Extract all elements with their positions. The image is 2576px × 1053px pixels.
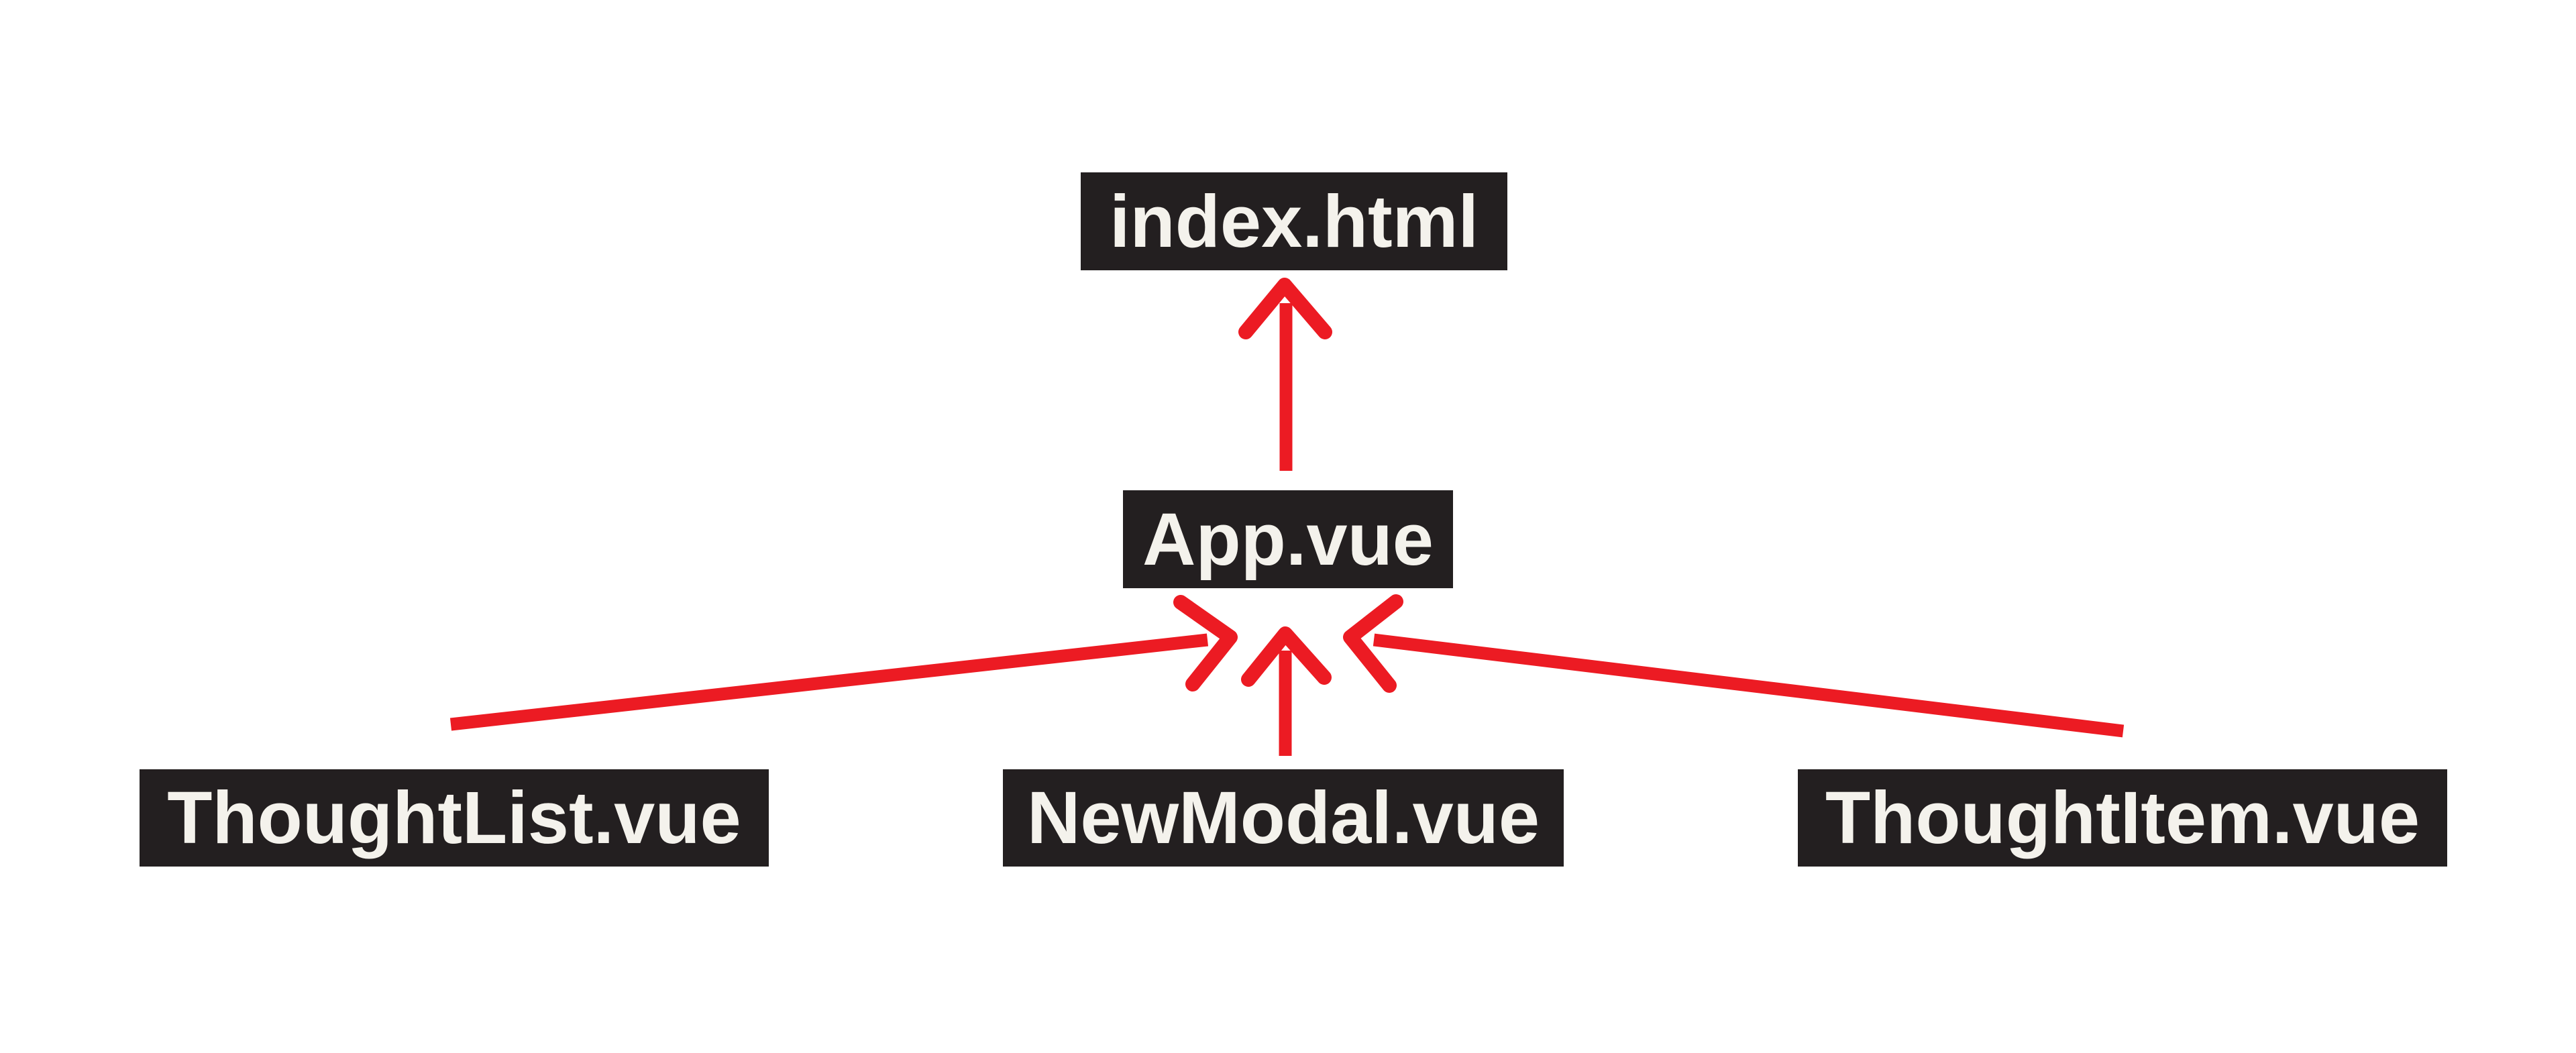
edge-arrow-app-to-index <box>1238 278 1332 471</box>
edge-arrow-thoughtlist-to-app <box>449 595 1238 731</box>
node-app-vue: App.vue <box>1123 490 1453 588</box>
node-thoughtlist-vue: ThoughtList.vue <box>140 769 769 867</box>
node-index-html: index.html <box>1081 172 1507 270</box>
node-newmodal-vue: NewModal.vue <box>1003 769 1564 867</box>
node-thoughtitem-vue: ThoughtItem.vue <box>1798 769 2447 867</box>
edge-arrow-newmodal-to-app <box>1241 626 1332 756</box>
edge-arrow-thoughtitem-to-app <box>1343 594 2125 738</box>
